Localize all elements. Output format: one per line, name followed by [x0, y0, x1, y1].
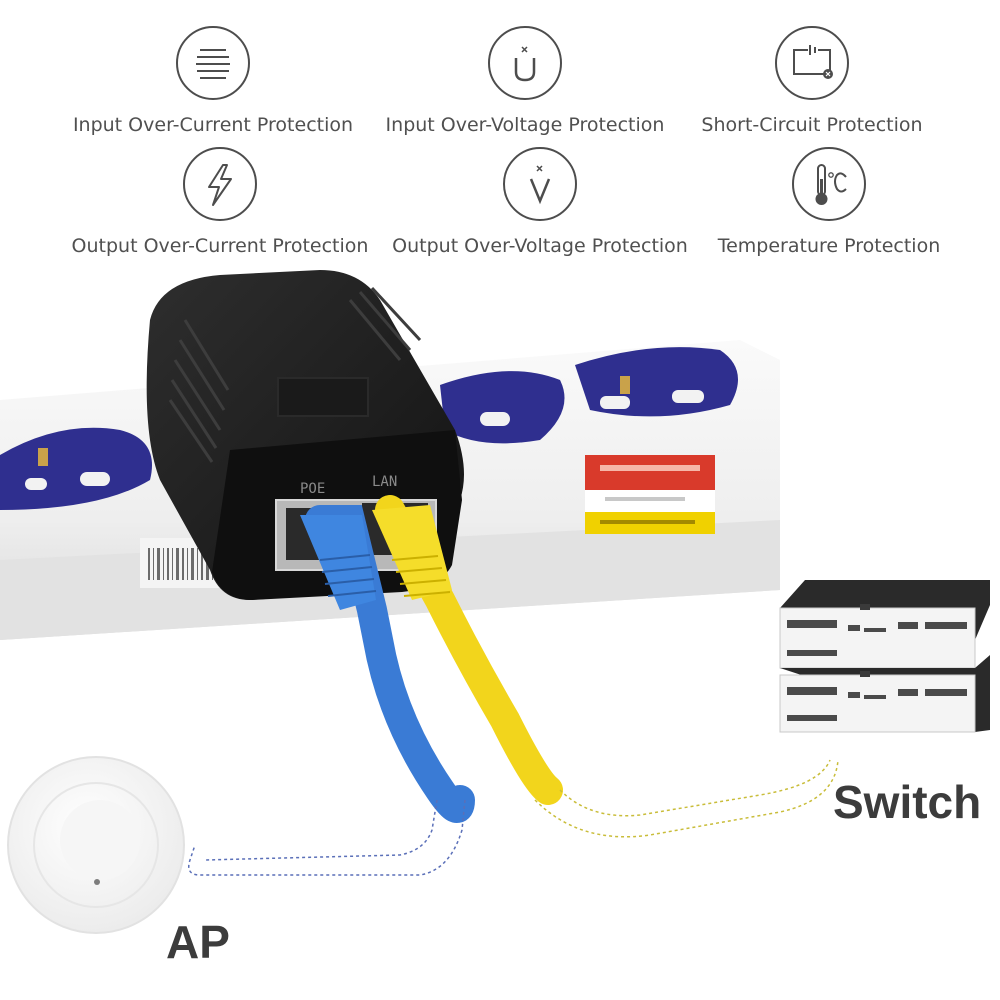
port-label-poe: POE: [300, 481, 325, 497]
lines-icon: [176, 26, 250, 100]
feature-label: Temperature Protection: [717, 235, 941, 257]
switch-label: Switch: [833, 776, 982, 828]
feature-short-circuit: Short-Circuit Protection: [662, 26, 962, 136]
access-point-device: [7, 756, 185, 934]
poe-setup-scene: POE LAN: [0, 270, 990, 934]
feature-label: Input Over-Voltage Protection: [385, 114, 665, 136]
thermometer-icon: [792, 147, 866, 221]
feature-label: Input Over-Current Protection: [72, 114, 354, 136]
vent-slots: [168, 286, 422, 463]
feature-input-over-voltage: Input Over-Voltage Protection: [375, 26, 675, 136]
feature-label: Output Over-Voltage Protection: [392, 235, 688, 257]
feature-input-over-current: Input Over-Current Protection: [63, 26, 363, 136]
ap-label: AP: [166, 916, 230, 968]
feature-temperature: Temperature Protection: [679, 147, 979, 257]
label-recess: [277, 377, 369, 417]
lightning-icon: [183, 147, 257, 221]
socket: [440, 371, 565, 444]
port-label-lan: LAN: [372, 474, 397, 490]
lan-cable: [372, 495, 839, 838]
voltage-icon: [488, 26, 562, 100]
socket: [0, 427, 152, 510]
switch-device: [779, 580, 990, 733]
feature-label: Output Over-Current Protection: [71, 235, 369, 257]
feature-output-over-current: Output Over-Current Protection: [70, 147, 370, 257]
feature-output-over-voltage: Output Over-Voltage Protection: [390, 147, 690, 257]
voltage-icon: [503, 147, 577, 221]
strip-label: [585, 455, 715, 534]
poe-cable: [188, 505, 475, 876]
short-circuit-icon: [775, 26, 849, 100]
feature-label: Short-Circuit Protection: [701, 114, 923, 136]
socket: [575, 347, 738, 417]
